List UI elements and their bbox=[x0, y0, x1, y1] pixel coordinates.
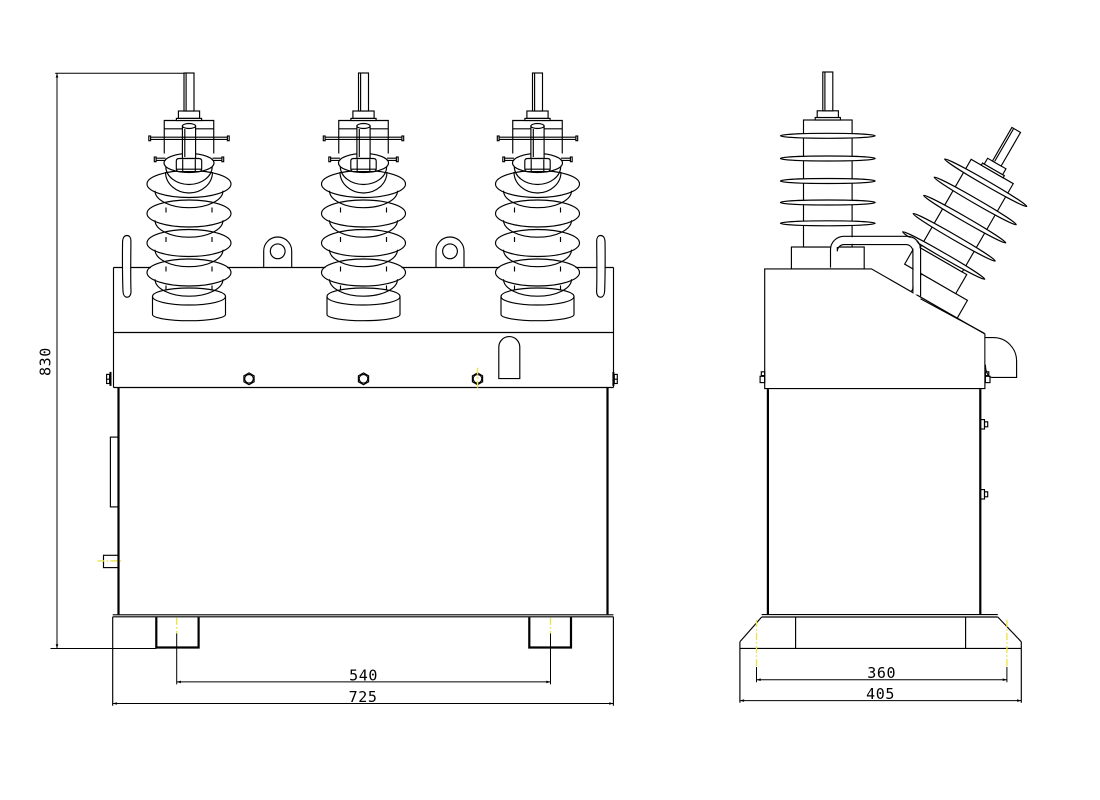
side-bushing-vertical bbox=[779, 71, 876, 270]
front-band-details bbox=[106, 336, 618, 391]
front-base bbox=[112, 614, 614, 706]
dimension-overall-height: 830 bbox=[37, 72, 194, 649]
dimension-base-width-side: 405 bbox=[739, 685, 1022, 703]
lifting-handle bbox=[829, 235, 922, 297]
front-tank bbox=[97, 388, 609, 615]
dim-text-725: 725 bbox=[349, 688, 378, 706]
band-clip-right bbox=[612, 371, 618, 386]
dim-text-540: 540 bbox=[349, 666, 378, 684]
tank-tab-upper bbox=[979, 419, 989, 430]
dim-text-830: 830 bbox=[37, 347, 55, 376]
cable-elbow bbox=[984, 337, 1018, 378]
lifting-lug-left bbox=[263, 236, 293, 269]
side-clip-left bbox=[759, 371, 766, 384]
hook-strap-left bbox=[121, 234, 132, 298]
bushing-pole-a bbox=[146, 72, 232, 322]
tank-tab-lower bbox=[979, 489, 989, 500]
side-base bbox=[739, 614, 1022, 703]
side-bushing-angled bbox=[902, 126, 1028, 318]
dimension-foot-spacing-front: 540 bbox=[176, 666, 551, 684]
dim-text-405: 405 bbox=[866, 685, 895, 703]
side-clip-right bbox=[984, 371, 991, 384]
nameplate-edge bbox=[109, 436, 120, 508]
front-view: 830 bbox=[37, 72, 618, 706]
bushing-pole-c bbox=[494, 72, 581, 322]
side-tank bbox=[766, 389, 989, 615]
dim-text-360: 360 bbox=[867, 664, 896, 682]
band-bolt-1 bbox=[243, 372, 255, 386]
lifting-lug-right bbox=[435, 236, 465, 269]
dimension-foot-spacing-side: 360 bbox=[756, 664, 1007, 682]
hook-strap-right bbox=[596, 234, 606, 298]
side-cover bbox=[764, 268, 986, 390]
keyhole-slot bbox=[498, 336, 521, 380]
side-view: 360 405 bbox=[739, 71, 1028, 703]
bushing-pole-b bbox=[320, 72, 407, 322]
top-cover bbox=[112, 266, 615, 389]
mounting-foot-left bbox=[155, 617, 200, 649]
band-clip-left bbox=[106, 371, 112, 386]
slope-inner-edge bbox=[920, 298, 985, 334]
band-bolt-2 bbox=[357, 372, 370, 386]
dimension-base-width-front: 725 bbox=[112, 688, 614, 706]
